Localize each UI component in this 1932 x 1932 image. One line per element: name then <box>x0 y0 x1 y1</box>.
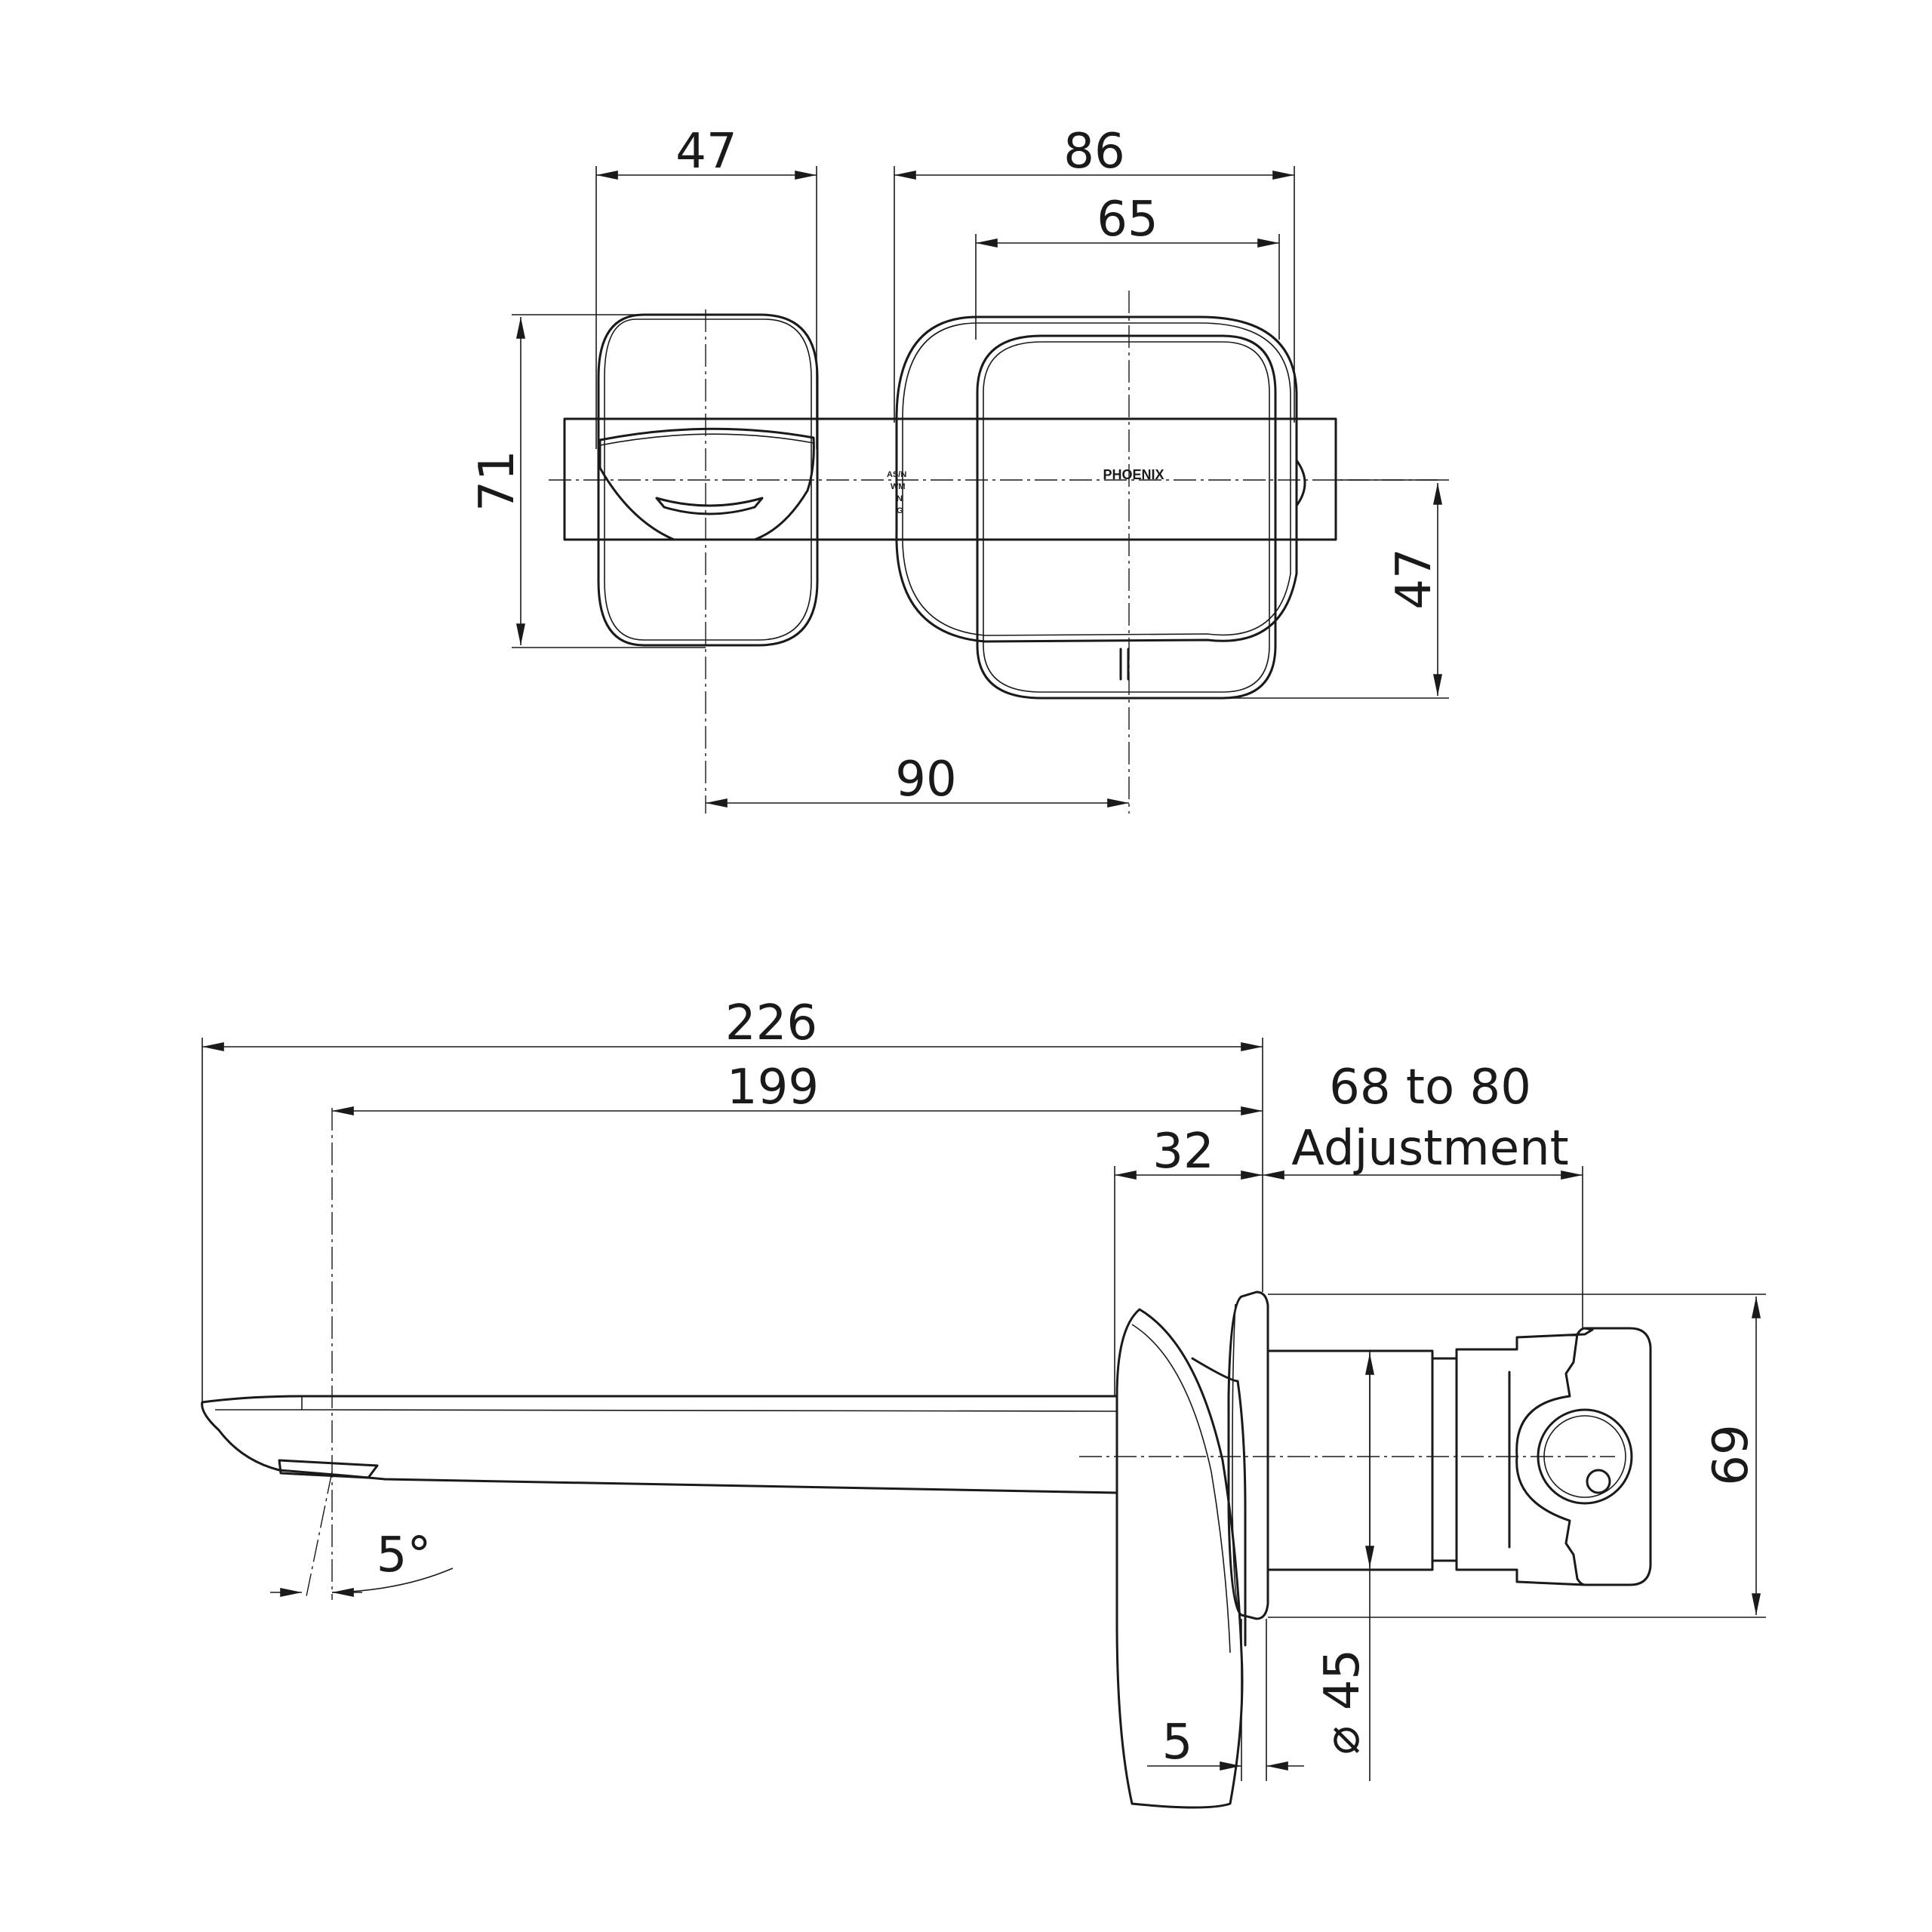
side-view: 226 199 32 68 to 80 Adjustment 69 5 ⌀ 45… <box>201 995 1766 1809</box>
svg-text:AS/N: AS/N <box>887 470 906 479</box>
valve-body-side <box>1266 1349 1434 1571</box>
dim-spout-reach: 199 <box>727 1060 819 1115</box>
svg-text:N: N <box>897 494 903 503</box>
spout-nose <box>598 427 815 541</box>
spout-outlet <box>655 497 764 515</box>
stamp-text: AS/N WM N G <box>887 470 906 515</box>
dim-centres: 90 <box>895 752 956 808</box>
angle-line <box>305 1471 333 1601</box>
dim-spout-width: 47 <box>675 124 737 180</box>
spout-outline <box>597 313 819 647</box>
dim-handle-depth: 32 <box>1152 1124 1214 1180</box>
dim-spout-reach-overall: 226 <box>725 995 817 1051</box>
lever-side <box>1115 1308 1244 1809</box>
spout-outlet-side <box>278 1459 379 1479</box>
dim-mixer-offset: 47 <box>1386 548 1442 609</box>
spout-side <box>201 1395 1118 1494</box>
svg-text:WM: WM <box>891 482 906 491</box>
front-view: PHOENIX AS/N WM N G <box>469 124 1449 814</box>
mixer-plate <box>895 315 1298 643</box>
backing-bar <box>563 417 1337 541</box>
lever-collar <box>1191 1357 1239 1383</box>
valve-ring <box>1431 1357 1458 1562</box>
adjustment-label: Adjustment <box>1291 1121 1568 1177</box>
svg-text:G: G <box>897 506 903 515</box>
dim-plate-thickness: 5 <box>1162 1715 1193 1770</box>
wall-plate-side <box>1227 1291 1269 1620</box>
side-extension-lines <box>202 1038 1766 1781</box>
dim-angle: 5° <box>377 1527 432 1583</box>
dim-body-diameter: ⌀ 45 <box>1315 1649 1371 1755</box>
dim-spout-height: 71 <box>469 450 525 511</box>
dim-plate-height: 69 <box>1703 1424 1759 1485</box>
brand-label: PHOENIX <box>1103 467 1164 482</box>
adjustment-range: 68 to 80 <box>1329 1060 1531 1115</box>
indicator-marks <box>1119 648 1130 681</box>
side-dimension-lines <box>202 1042 1761 1770</box>
end-cap <box>1295 459 1306 507</box>
mixer-handle <box>976 334 1277 700</box>
valve-screw <box>1586 1469 1611 1494</box>
dim-mixer-width: 86 <box>1063 124 1124 180</box>
dim-mixer-face: 65 <box>1097 192 1158 248</box>
extension-lines <box>512 166 1449 699</box>
front-dimension-lines <box>516 171 1442 808</box>
